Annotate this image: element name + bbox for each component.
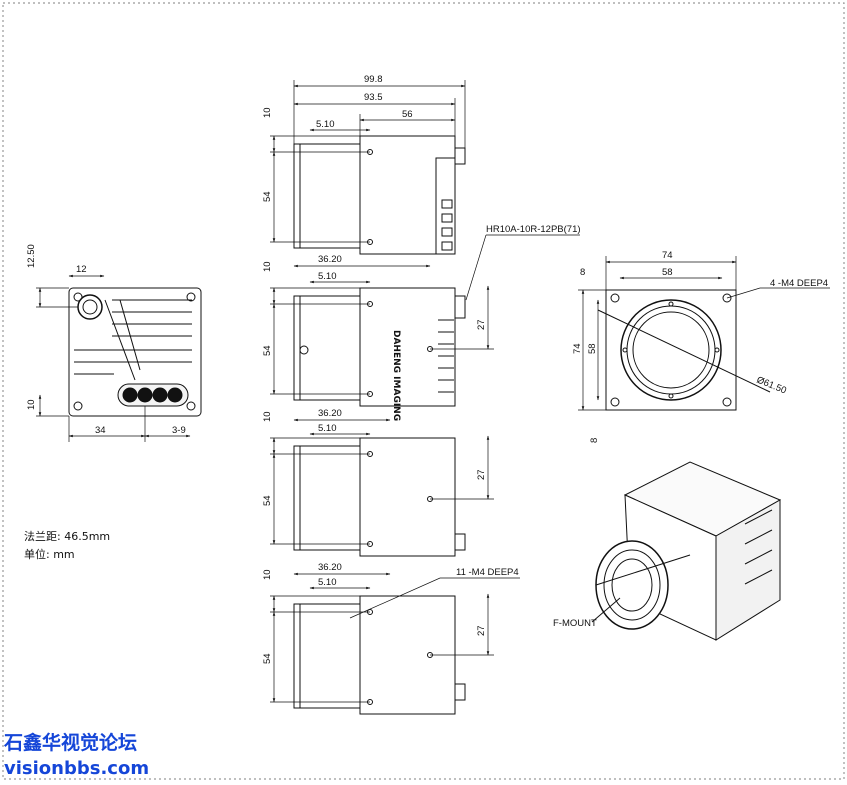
isometric-view <box>591 461 782 641</box>
connector-callout: HR10A-10R-12PB(71) <box>486 224 581 235</box>
dim-overall-length: 99.8 <box>364 74 383 85</box>
dim-bottom-offset: 10 <box>26 399 37 410</box>
dim-body-length: 56 <box>402 109 413 120</box>
connector-leader <box>465 234 580 301</box>
side-dim-lens-length: 36.20 <box>318 254 342 265</box>
dim-io-x: 34 <box>95 425 106 436</box>
bottom-view <box>293 437 466 557</box>
front-view <box>597 289 771 411</box>
front-dim-bottom-edge: 8 <box>589 438 600 443</box>
brand-text: DAHENG IMAGING <box>391 330 401 421</box>
dim-top-height: 10 <box>262 107 273 118</box>
bottom-dim-mount: 5.10 <box>318 423 337 434</box>
bottom-view-dims <box>270 418 494 545</box>
side-dim-mount: 5.10 <box>318 271 337 282</box>
rear-dim-mount: 5.10 <box>318 577 337 588</box>
front-dim-v-pitch: 58 <box>587 343 598 354</box>
dim-body-mount-length: 93.5 <box>364 92 383 103</box>
left-view-dims <box>36 274 191 442</box>
dim-io-pitch: 3-9 <box>172 425 186 436</box>
lens-mount-ring <box>620 299 722 401</box>
bottom-dim-height: 54 <box>262 495 273 506</box>
front-diameter: Ø61.50 <box>755 375 788 397</box>
unit-note: 单位: mm <box>24 548 75 561</box>
rear-hole-callout: 11 -M4 DEEP4 <box>456 567 519 578</box>
flange-distance-note: 法兰距: 46.5mm <box>24 530 111 543</box>
rear-dim-hole-pitch: 27 <box>476 625 487 636</box>
front-dim-width: 74 <box>662 250 673 261</box>
front-dim-hole-pitch: 58 <box>662 267 673 278</box>
side-view-dims <box>270 264 494 395</box>
iso-mount-label: F-MOUNT <box>553 618 597 629</box>
side-dim-hole-pitch: 27 <box>476 319 487 330</box>
bottom-dim-top: 10 <box>262 411 273 422</box>
dim-connector-x: 12 <box>76 264 87 275</box>
lens-barrel <box>595 540 669 630</box>
bottom-dim-hole-pitch: 27 <box>476 469 487 480</box>
front-dim-height: 74 <box>572 343 583 354</box>
side-dim-height: 54 <box>262 345 273 356</box>
side-view <box>293 287 466 407</box>
bottom-dim-lens-length: 36.20 <box>318 408 342 419</box>
rear-dim-height: 54 <box>262 653 273 664</box>
dim-mount-offset: 5.10 <box>316 119 335 130</box>
dim-top-offset: 12.50 <box>26 244 37 268</box>
rear-dim-lens-length: 36.20 <box>318 562 342 573</box>
front-dim-edge: 8 <box>580 267 585 278</box>
left-rear-view <box>68 287 202 417</box>
side-view-2-dims <box>270 572 520 703</box>
top-view-dims <box>270 80 466 243</box>
top-view <box>293 135 466 255</box>
front-hole-callout: 4 -M4 DEEP4 <box>770 278 828 289</box>
gpio-connector <box>77 294 103 320</box>
dim-height: 54 <box>262 191 273 202</box>
side-dim-top: 10 <box>262 261 273 272</box>
front-view-dims <box>578 256 830 411</box>
watermark-title: 石鑫华视觉论坛 <box>4 732 138 754</box>
rear-dim-top: 10 <box>262 569 273 580</box>
watermark-url: visionbbs.com <box>4 758 150 779</box>
